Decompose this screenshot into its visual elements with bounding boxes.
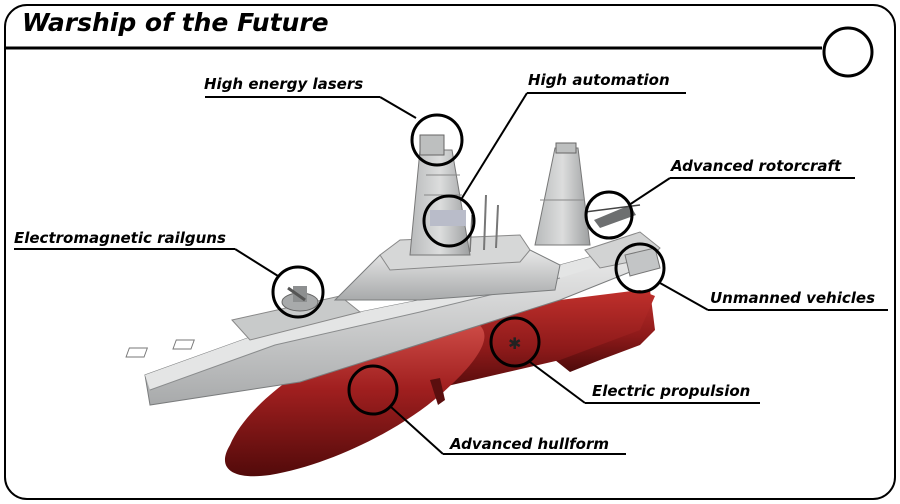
label-advanced-hullform: Advanced hullform [450, 435, 609, 453]
callout-rotorcraft [584, 177, 855, 240]
callout-railguns [14, 248, 325, 319]
label-advanced-rotorcraft: Advanced rotorcraft [671, 157, 842, 175]
label-high-energy-lasers: High energy lasers [204, 75, 364, 93]
ship-superstructure [281, 134, 661, 312]
propeller-icon: ✱ [508, 334, 521, 353]
callouts [14, 92, 888, 455]
callout-hullform [347, 364, 626, 455]
label-electric-propulsion: Electric propulsion [592, 382, 751, 400]
callout-unmanned [614, 242, 888, 311]
frame [4, 4, 896, 500]
diagram-title: Warship of the Future [22, 8, 329, 37]
label-unmanned-vehicles: Unmanned vehicles [710, 289, 876, 307]
callout-lasers [205, 96, 464, 167]
label-electromagnetic-railguns: Electromagnetic railguns [14, 229, 226, 247]
label-high-automation: High automation [528, 71, 670, 89]
corner-circle-icon [822, 26, 874, 78]
ship-hull [224, 290, 655, 477]
callout-automation [422, 92, 686, 248]
callout-propulsion [489, 316, 760, 404]
